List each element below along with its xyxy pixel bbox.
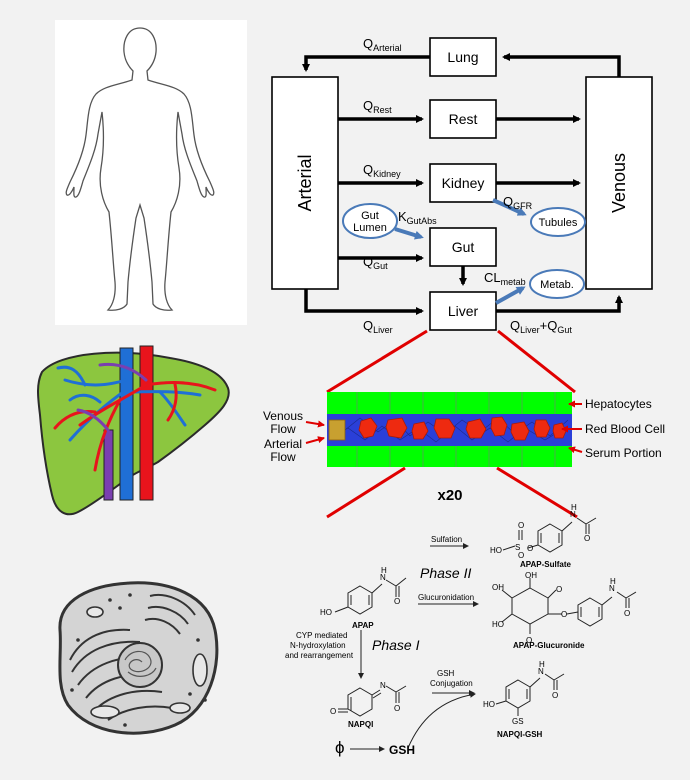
arterial-flow-label-1: Arterial — [264, 437, 302, 451]
tubules-ellipse — [530, 207, 586, 237]
svg-text:HO: HO — [483, 700, 495, 709]
gut-lumen-label-1: Gut — [361, 210, 379, 222]
svg-text:N: N — [570, 510, 576, 519]
svg-text:OH: OH — [525, 571, 537, 580]
svg-text:O: O — [584, 534, 590, 543]
q-rest-label: QRest — [363, 98, 392, 115]
venous-flow-label-2: Flow — [270, 422, 296, 436]
apap-label: APAP — [352, 621, 374, 630]
napqi-gsh-structure — [495, 673, 565, 716]
svg-text:H: H — [610, 577, 616, 586]
k-gutabs-label: KGutAbs — [398, 209, 437, 226]
metab-ellipse — [529, 269, 585, 299]
apap-glucuronide-label: APAP-Glucuronide — [513, 641, 585, 650]
phi-symbol: ϕ — [335, 738, 345, 757]
cl-metab-label: CLmetab — [484, 270, 526, 287]
svg-text:O: O — [526, 636, 532, 645]
gsh-conjugation-label-2: Conjugation — [430, 679, 473, 688]
svg-text:S: S — [515, 543, 520, 552]
apap-structure — [334, 577, 407, 615]
metab-label: Metab. — [540, 279, 574, 291]
q-liver-gut-label: QLiver+QGut — [510, 318, 572, 335]
liver-icon — [37, 345, 230, 516]
phase2-label: Phase II — [420, 565, 471, 581]
rest-label: Rest — [449, 111, 478, 127]
svg-text:N: N — [380, 573, 386, 582]
svg-text:O: O — [624, 609, 630, 618]
napqi-label: NAPQI — [348, 720, 373, 729]
napqi-gsh-label: NAPQI-GSH — [497, 730, 543, 739]
svg-text:O: O — [394, 597, 400, 606]
sulfation-label: Sulfation — [431, 535, 462, 544]
svg-text:H: H — [539, 660, 545, 669]
apap-sulfate-structure — [502, 517, 597, 553]
svg-text:H: H — [381, 566, 387, 575]
glucuronidation-label: Glucuronidation — [418, 593, 474, 602]
lung-label: Lung — [447, 49, 478, 65]
gsh-label: GSH — [389, 743, 415, 757]
svg-text:O: O — [556, 585, 562, 594]
rest-box — [429, 99, 497, 139]
gsh-conjugation-label-1: GSH — [437, 669, 455, 678]
liver-box — [429, 291, 497, 331]
q-gut-label: QGut — [363, 254, 388, 271]
gut-lumen-ellipse — [342, 203, 398, 239]
svg-text:GS: GS — [512, 717, 524, 726]
q-kidney-label: QKidney — [363, 162, 401, 179]
svg-text:O: O — [527, 544, 533, 553]
hepatocytes-label: Hepatocytes — [585, 397, 652, 411]
sinusoid-model: Venous Flow Arterial Flow Hepatocytes Re… — [263, 392, 665, 504]
apap-glucuronide-structure — [501, 578, 637, 634]
rbc-cluster — [358, 416, 567, 441]
napqi-structure — [338, 685, 407, 717]
q-arterial-label: QArterial — [363, 36, 402, 53]
pbpk-labels: Lung Rest Kidney Gut Liver Arterial Veno… — [295, 36, 629, 335]
metabolism-scheme: HO N H O APAP Sulfation S O O O HO N H O… — [285, 503, 637, 757]
cyp-label-3: and rearrangement — [285, 651, 354, 660]
rbc-label: Red Blood Cell — [585, 422, 665, 436]
svg-text:N: N — [380, 681, 386, 690]
q-liver-label: QLiver — [363, 318, 393, 335]
venous-block — [585, 76, 653, 290]
svg-text:O: O — [394, 704, 400, 713]
svg-text:OH: OH — [492, 583, 504, 592]
svg-text:N: N — [609, 584, 615, 593]
tubules-label: Tubules — [539, 217, 578, 229]
human-body-icon — [55, 20, 247, 325]
venous-label: Venous — [609, 153, 629, 213]
svg-text:O: O — [552, 691, 558, 700]
gut-lumen-label-2: Lumen — [353, 222, 387, 234]
q-gfr-label: QGFR — [503, 194, 533, 211]
apap-sulfate-label: APAP-Sulfate — [520, 560, 572, 569]
svg-text:HO: HO — [320, 608, 332, 617]
svg-text:HO: HO — [490, 546, 502, 555]
svg-text:HO: HO — [492, 620, 504, 629]
cyp-label-2: N-hydroxylation — [290, 641, 346, 650]
phase1-label: Phase I — [372, 637, 420, 653]
kidney-label: Kidney — [442, 175, 485, 191]
svg-text:O: O — [518, 551, 524, 560]
liver-label: Liver — [448, 303, 479, 319]
zoom-label: x20 — [437, 487, 462, 504]
svg-text:O: O — [518, 521, 524, 530]
serum-label: Serum Portion — [585, 446, 662, 460]
svg-text:O: O — [561, 610, 567, 619]
svg-text:N: N — [538, 667, 544, 676]
gut-box — [429, 227, 497, 267]
pbpk-diagram — [271, 37, 653, 331]
svg-text:H: H — [571, 503, 577, 512]
svg-text:O: O — [330, 707, 336, 716]
cyp-label-1: CYP mediated — [296, 631, 347, 640]
arterial-flow-label-2: Flow — [270, 450, 296, 464]
arterial-label: Arterial — [295, 154, 315, 211]
kidney-box — [429, 163, 497, 203]
lung-box — [429, 37, 497, 77]
zoom-lines — [326, 329, 578, 519]
cell-icon — [58, 581, 219, 735]
gut-label: Gut — [452, 239, 475, 255]
venous-flow-label-1: Venous — [263, 409, 303, 423]
